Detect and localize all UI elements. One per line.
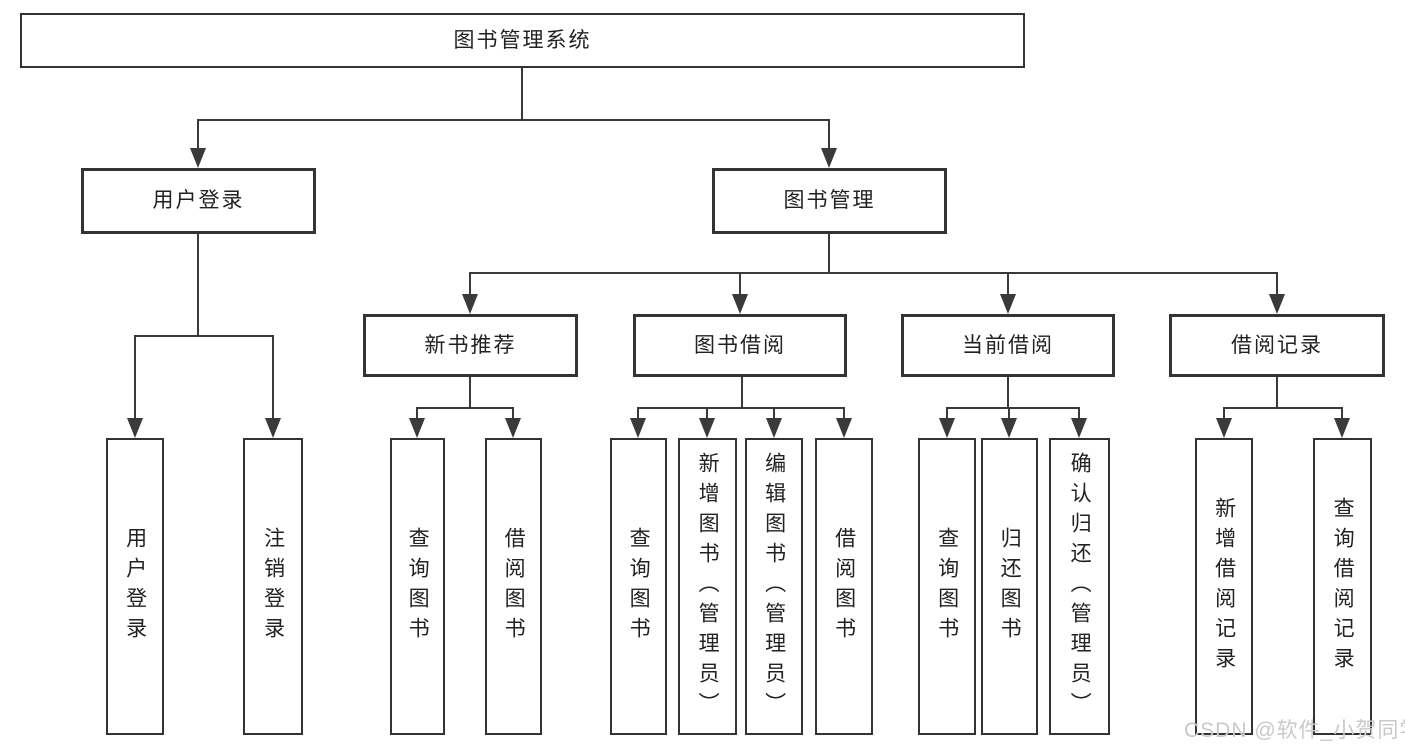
node-return-books: 归还图书	[981, 438, 1038, 735]
node-label: 新增借阅记录	[1212, 496, 1236, 677]
connector-line	[706, 408, 708, 420]
node-label: 注销登录	[261, 526, 285, 647]
node-label: 确认归还（管理员）	[1068, 451, 1092, 722]
connector-line	[637, 407, 845, 409]
node-label: 图书管理	[783, 189, 876, 213]
node-book-borrowing: 图书借阅	[633, 314, 847, 377]
connector-line	[1008, 408, 1010, 420]
connector-line	[637, 408, 639, 420]
connector-line	[1341, 408, 1343, 420]
connector-line	[197, 119, 830, 121]
node-borrow-books-recommend: 借阅图书	[485, 438, 542, 735]
node-user-login-op: 用户登录	[106, 438, 164, 735]
arrow-down-icon	[505, 418, 521, 438]
node-borrow-books-op: 借阅图书	[815, 438, 873, 735]
node-user-login: 用户登录	[81, 168, 316, 234]
node-label: 归还图书	[998, 526, 1022, 647]
connector-line	[469, 377, 471, 408]
connector-line	[1007, 273, 1009, 296]
arrow-down-icon	[1216, 418, 1232, 438]
connector-line	[946, 408, 948, 420]
arrow-down-icon	[732, 294, 748, 314]
node-logout-op: 注销登录	[243, 438, 303, 735]
arrow-down-icon	[1001, 418, 1017, 438]
connector-line	[469, 273, 471, 296]
connector-line	[1276, 377, 1278, 408]
node-borrowing-records: 借阅记录	[1169, 314, 1385, 377]
node-label: 借阅图书	[832, 526, 856, 647]
node-book-management: 图书管理	[712, 168, 947, 234]
node-query-borrow-record: 查询借阅记录	[1313, 438, 1372, 735]
arrow-down-icon	[265, 418, 281, 438]
arrow-down-icon	[836, 418, 852, 438]
connector-line	[134, 336, 136, 420]
arrow-down-icon	[1269, 294, 1285, 314]
connector-line	[828, 234, 830, 273]
node-label: 查询图书	[935, 526, 959, 647]
connector-line	[739, 273, 741, 296]
connector-line	[416, 408, 418, 420]
connector-line	[773, 408, 775, 420]
connector-line	[512, 408, 514, 420]
node-query-books-recommend: 查询图书	[390, 438, 445, 735]
arrow-down-icon	[1000, 294, 1016, 314]
connector-line	[1223, 407, 1343, 409]
connector-line	[1276, 273, 1278, 296]
arrow-down-icon	[1334, 418, 1350, 438]
arrow-down-icon	[766, 418, 782, 438]
node-label: 用户登录	[152, 189, 245, 213]
node-label: 新增图书（管理员）	[696, 451, 720, 722]
node-label: 借阅图书	[502, 526, 526, 647]
connector-line	[741, 377, 743, 408]
connector-line	[521, 68, 523, 120]
connector-line	[1007, 377, 1009, 408]
node-add-borrow-record: 新增借阅记录	[1195, 438, 1253, 735]
node-label: 图书借阅	[694, 333, 786, 357]
connector-line	[1078, 408, 1080, 420]
node-add-books-admin: 新增图书（管理员）	[678, 438, 737, 735]
connector-line	[197, 120, 199, 150]
connector-line	[416, 407, 514, 409]
connector-line	[828, 120, 830, 150]
arrow-down-icon	[699, 418, 715, 438]
node-new-book-recommend: 新书推荐	[363, 314, 578, 377]
node-label: 借阅记录	[1231, 333, 1323, 357]
node-label: 编辑图书（管理员）	[762, 451, 786, 722]
node-label: 当前借阅	[962, 333, 1054, 357]
connector-line	[272, 336, 274, 420]
arrow-down-icon	[409, 418, 425, 438]
node-query-books-borrowing: 查询图书	[610, 438, 667, 735]
node-query-books-current: 查询图书	[918, 438, 976, 735]
connector-line	[134, 335, 274, 337]
arrow-down-icon	[190, 148, 206, 168]
node-edit-books-admin: 编辑图书（管理员）	[745, 438, 803, 735]
node-current-borrowing: 当前借阅	[901, 314, 1115, 377]
node-label: 查询借阅记录	[1331, 496, 1355, 677]
node-label: 新书推荐	[424, 333, 517, 357]
node-label: 查询图书	[627, 526, 651, 647]
connector-line	[946, 407, 1080, 409]
node-label: 用户登录	[123, 526, 147, 647]
node-confirm-return-admin: 确认归还（管理员）	[1049, 438, 1110, 735]
arrow-down-icon	[127, 418, 143, 438]
node-library-management-system: 图书管理系统	[20, 13, 1025, 68]
watermark: CSDN @软件_小贺同学	[1184, 719, 1405, 742]
connector-line	[843, 408, 845, 420]
connector-line	[1223, 408, 1225, 420]
arrow-down-icon	[821, 148, 837, 168]
arrow-down-icon	[939, 418, 955, 438]
connector-line	[469, 272, 1278, 274]
arrow-down-icon	[630, 418, 646, 438]
node-label: 查询图书	[406, 526, 430, 647]
arrow-down-icon	[462, 294, 478, 314]
connector-line	[197, 234, 199, 336]
arrow-down-icon	[1071, 418, 1087, 438]
node-label: 图书管理系统	[453, 28, 592, 52]
